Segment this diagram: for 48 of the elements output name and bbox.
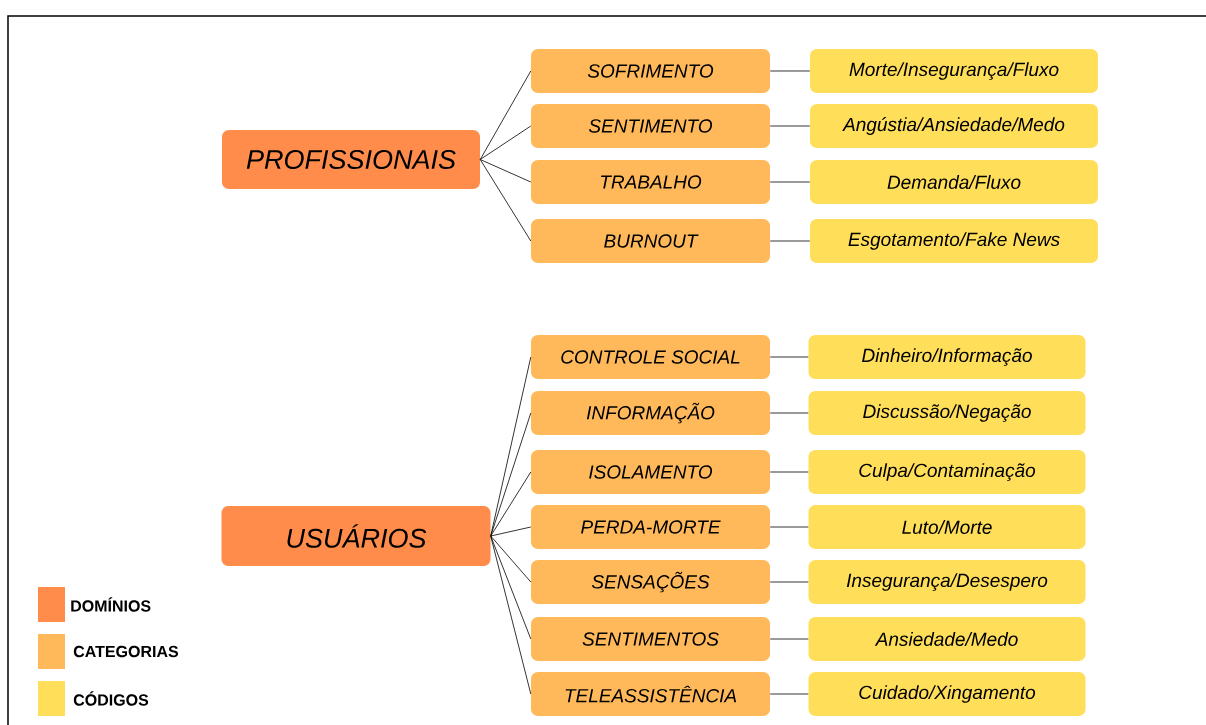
category-box: SENTIMENTOS [531, 617, 770, 661]
code-box: Esgotamento/Fake News [810, 219, 1098, 263]
code-box: Angústia/Ansiedade/Medo [810, 104, 1098, 148]
connector-line [479, 159, 532, 183]
category-box: CONTROLE SOCIAL [531, 335, 770, 379]
code-box: Luto/Morte [808, 505, 1086, 549]
legend-label: DOMÍNIOS [71, 597, 151, 612]
code-box: Discussão/Negação [808, 391, 1086, 435]
connector-line [490, 535, 532, 583]
connector-line [479, 125, 532, 160]
connector-line [769, 181, 811, 183]
connector-line [490, 535, 532, 640]
connector-line [769, 412, 809, 414]
connector-line [769, 70, 811, 72]
category-box: SENTIMENTO [531, 104, 770, 148]
connector-line [490, 526, 532, 537]
domain-box: PROFISSIONAIS [222, 130, 480, 189]
connector-line [769, 240, 811, 242]
connector-line [490, 471, 532, 537]
connector-line [490, 412, 532, 537]
category-box: SENSAÇÕES [531, 560, 770, 604]
connector-line [490, 535, 532, 695]
connector-line [769, 526, 809, 528]
connector-line [479, 70, 532, 160]
category-box: TELEASSISTÊNCIA [531, 672, 770, 716]
code-box: Culpa/Contaminação [808, 450, 1086, 494]
category-box: TRABALHO [531, 160, 770, 204]
category-box: SOFRIMENTO [531, 49, 770, 93]
category-box: PERDA-MORTE [531, 505, 770, 549]
connector-line [769, 356, 809, 358]
code-box: Demanda/Fluxo [810, 160, 1098, 204]
connector-line [769, 638, 809, 640]
code-box: Dinheiro/Informação [808, 335, 1086, 379]
connector-line [769, 471, 809, 473]
category-box: ISOLAMENTO [531, 450, 770, 494]
code-box: Morte/Insegurança/Fluxo [810, 49, 1098, 93]
connector-line [769, 693, 809, 695]
connector-line [769, 581, 809, 583]
code-box: Ansiedade/Medo [808, 617, 1086, 661]
legend-label: CATEGORIAS [73, 645, 179, 658]
code-box: Cuidado/Xingamento [808, 672, 1086, 716]
legend-label: CÓDIGOS [73, 691, 149, 706]
domain-box: USUÁRIOS [221, 506, 491, 566]
connector-line [479, 159, 532, 242]
connector-line [769, 125, 811, 127]
code-box: Insegurança/Desespero [808, 560, 1086, 604]
category-box: INFORMAÇÃO [531, 391, 770, 435]
category-box: BURNOUT [531, 219, 770, 263]
